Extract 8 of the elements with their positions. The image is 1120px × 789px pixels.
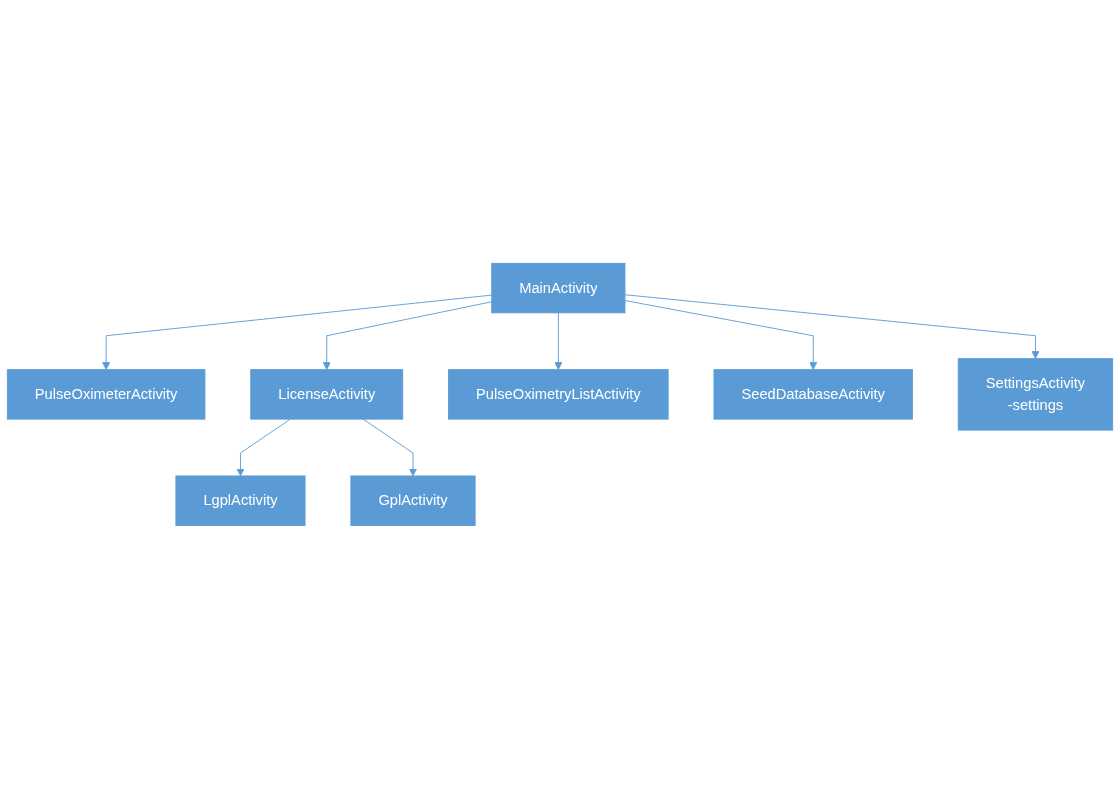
node-box: SettingsActivity -settings xyxy=(957,358,1114,431)
node-box: PulseOximeterActivity xyxy=(6,369,206,420)
node-box: GplActivity xyxy=(350,475,476,526)
node-box: MainActivity xyxy=(491,263,626,314)
node-box: PulseOximetryListActivity xyxy=(448,369,669,420)
node-box: SeedDatabaseActivity xyxy=(713,369,913,420)
node-box: LicenseActivity xyxy=(250,369,404,420)
node-box: LgplActivity xyxy=(175,475,306,526)
